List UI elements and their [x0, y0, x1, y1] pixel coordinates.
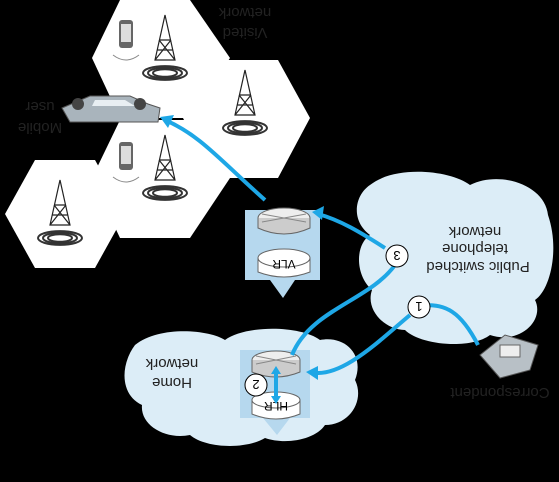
- arrowhead-hlr: [306, 366, 318, 380]
- phone-icon: [112, 20, 140, 61]
- step-3-marker: 3: [385, 244, 409, 268]
- visited-network-label-line2: Visited: [223, 24, 268, 41]
- arrowhead-vlr: [312, 206, 324, 220]
- svg-text:1: 1: [415, 299, 422, 314]
- visited-network-label-line1: network: [218, 4, 271, 21]
- arrowhead-hlr-down: [271, 396, 281, 404]
- arrow-step3-to-vlr: [317, 212, 387, 250]
- cell-tower-icon: [142, 14, 188, 81]
- vlr-label: VLR: [272, 257, 296, 271]
- step-2-marker: 2: [244, 373, 268, 397]
- arrow-correspondent-to-step1: [424, 303, 480, 346]
- pstn-label-line1: Public switched: [426, 258, 529, 275]
- arrowhead-hlr-up: [271, 366, 281, 374]
- cell-hex-top-right: [183, 60, 310, 178]
- home-network-label-line2: network: [145, 355, 198, 372]
- arrowhead-car: [160, 115, 174, 128]
- pstn-label-line3: network: [448, 223, 501, 240]
- cell-tower-icon: [142, 134, 188, 201]
- hlr-label: HLR: [264, 399, 288, 413]
- arrow-step3-to-hlr: [290, 263, 397, 356]
- svg-text:3: 3: [393, 248, 400, 263]
- cell-hex-left: [5, 160, 125, 268]
- mobile-user-label-line1: user: [25, 98, 54, 115]
- mobile-user-label-line2: Mobile: [18, 119, 62, 136]
- cell-tower-icon: [222, 69, 268, 136]
- arrow-vlr-to-car: [164, 118, 267, 202]
- vlr-database-icon: VLR: [245, 207, 320, 298]
- telephone-icon: [479, 334, 539, 379]
- pstn-label-line2: telephone: [442, 240, 508, 257]
- home-network-label-line1: Home: [152, 374, 192, 391]
- svg-text:2: 2: [252, 377, 259, 392]
- cell-tower-icon: [37, 179, 83, 246]
- step-1-marker: 1: [407, 295, 431, 319]
- phone-icon: [112, 142, 140, 183]
- pstn-cloud: [356, 171, 554, 345]
- arrow-step1-to-hlr: [309, 313, 412, 376]
- car-icon: [61, 95, 161, 123]
- correspondent-label: Correspondent: [450, 384, 550, 401]
